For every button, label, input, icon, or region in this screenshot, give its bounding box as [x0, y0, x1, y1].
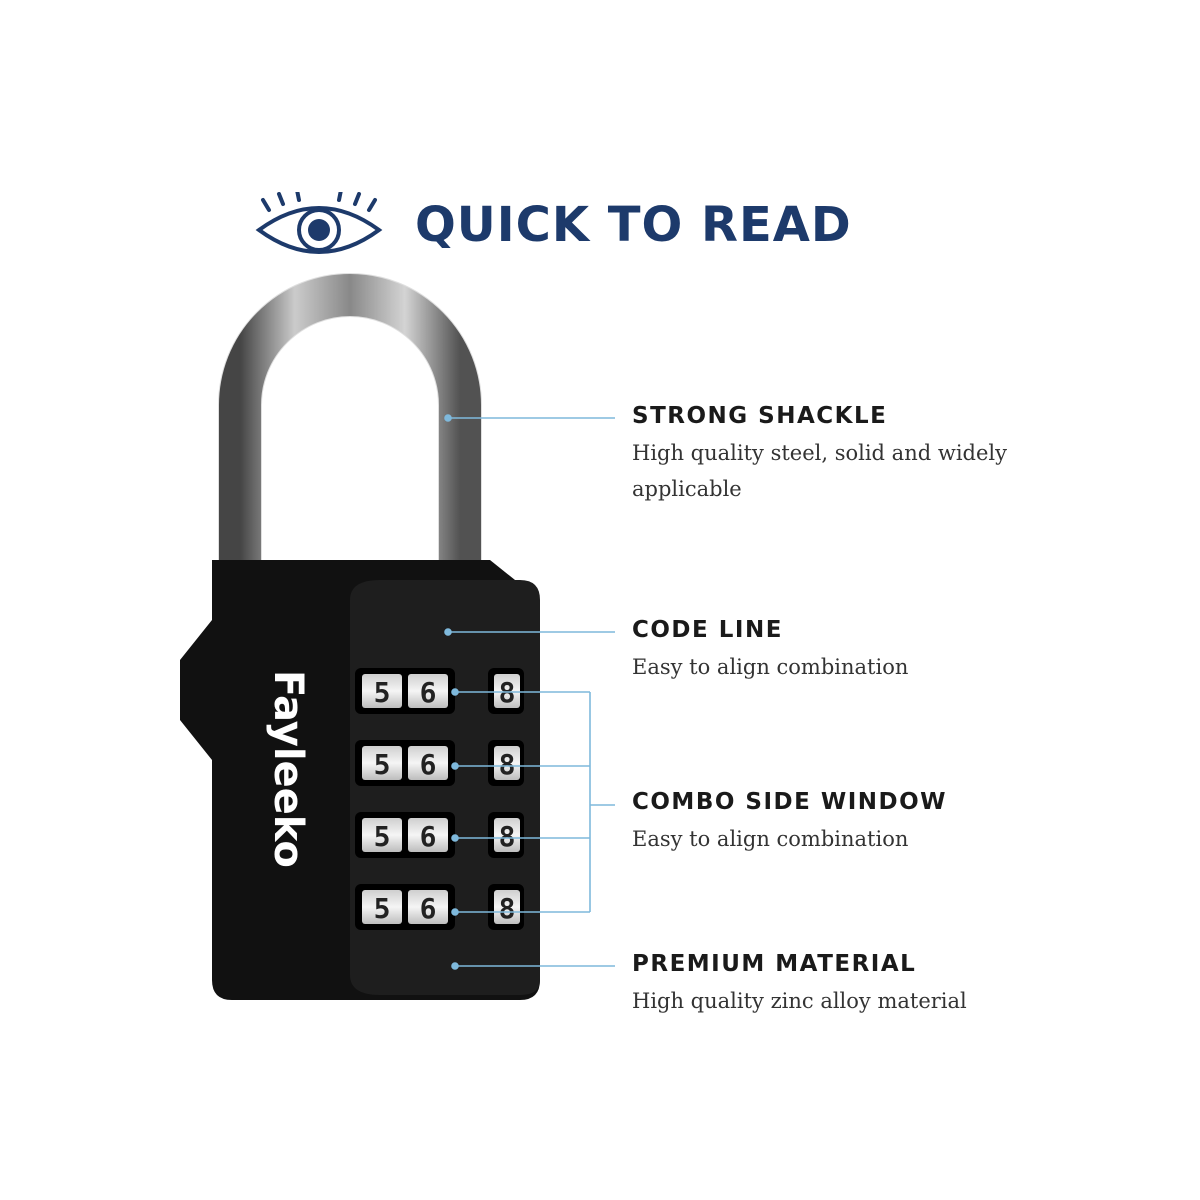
dial-digit: 8	[499, 820, 516, 853]
feature-desc: High quality steel, solid and widely app…	[632, 441, 1007, 501]
header: QUICK TO READ	[255, 190, 852, 260]
eye-icon	[255, 192, 383, 254]
feature-desc: High quality zinc alloy material	[632, 989, 967, 1013]
feature-combo-side-window: COMBO SIDE WINDOW Easy to align combinat…	[632, 789, 1052, 857]
feature-desc: Easy to align combination	[632, 655, 909, 679]
dial-digit: 6	[420, 676, 437, 709]
feature-desc: Easy to align combination	[632, 827, 909, 851]
dial-digit: 6	[420, 892, 437, 925]
feature-title: CODE LINE	[632, 617, 783, 643]
feature-title: COMBO SIDE WINDOW	[632, 789, 948, 815]
dial-windows	[355, 668, 524, 930]
dial-digit: 8	[499, 748, 516, 781]
brand-logo: Fayleeko	[265, 670, 311, 868]
feature-title: STRONG SHACKLE	[632, 403, 888, 429]
dial-digit: 5	[374, 892, 391, 925]
feature-code-line: CODE LINE Easy to align combination	[632, 617, 1052, 685]
feature-strong-shackle: STRONG SHACKLE High quality steel, solid…	[632, 403, 1052, 507]
dial-digit: 6	[420, 820, 437, 853]
dial-digit: 6	[420, 748, 437, 781]
dial-digit: 5	[374, 676, 391, 709]
feature-title: PREMIUM MATERIAL	[632, 951, 917, 977]
dial-digit: 8	[499, 892, 516, 925]
feature-premium-material: PREMIUM MATERIAL High quality zinc alloy…	[632, 951, 1052, 1019]
callout-lines	[444, 414, 615, 970]
shackle	[219, 274, 481, 565]
dial-digit: 5	[374, 820, 391, 853]
dial-digit: 5	[374, 748, 391, 781]
page-title: QUICK TO READ	[415, 197, 852, 253]
